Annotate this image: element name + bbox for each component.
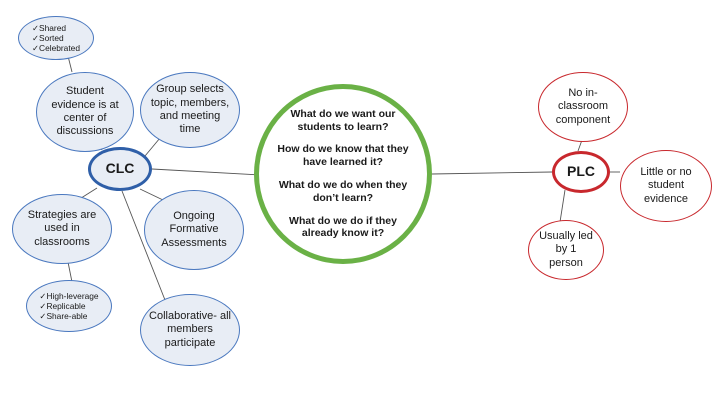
- center-questions-node: What do we want our students to learn? H…: [254, 84, 432, 264]
- node-label: Collaborative- all members participate: [149, 309, 231, 349]
- node-label: Group selects topic, members, and meetin…: [150, 83, 230, 136]
- clc-label: CLC: [105, 160, 135, 177]
- check-item: Celebrated: [32, 43, 80, 53]
- node-label: Strategies are used in classrooms: [27, 208, 97, 248]
- group-selects-node: Group selects topic, members, and meetin…: [140, 72, 240, 148]
- plc-label: PLC: [567, 163, 595, 180]
- check-item: Replicable: [39, 301, 85, 311]
- link-clc-center: [151, 168, 261, 176]
- check-item: Share-able: [39, 311, 87, 321]
- link-plc-center: [431, 171, 553, 175]
- clc-node: CLC: [88, 147, 152, 191]
- check-item: Sorted: [32, 33, 64, 43]
- little-evidence-node: Little or no student evidence: [620, 150, 712, 222]
- node-label: Usually led by 1 person: [539, 229, 593, 269]
- strategy-checklist: High-leverage Replicable Share-able: [39, 291, 98, 321]
- link-clc-collab: [121, 190, 166, 301]
- node-label: No in-classroom component: [555, 86, 611, 126]
- strategy-checklist-node: High-leverage Replicable Share-able: [26, 280, 112, 332]
- node-label: Little or no student evidence: [640, 165, 692, 205]
- question: What do we want our students to learn?: [290, 107, 396, 133]
- check-item: High-leverage: [39, 291, 98, 301]
- node-label: Ongoing Formative Assessments: [161, 209, 227, 249]
- evidence-checklist: Shared Sorted Celebrated: [32, 23, 80, 53]
- link-clc-ongoing: [139, 188, 164, 201]
- link-clc-group: [144, 137, 161, 157]
- question: How do we know that they have learned it…: [277, 143, 409, 169]
- student-evidence-node: Student evidence is at center of discuss…: [36, 72, 134, 152]
- question: What do we do when they don’t learn?: [278, 179, 408, 204]
- link-strategies-checks: [67, 261, 73, 283]
- no-classroom-node: No in-classroom component: [538, 72, 628, 142]
- plc-node: PLC: [552, 151, 610, 193]
- led-by-one-node: Usually led by 1 person: [528, 220, 604, 280]
- strategies-node: Strategies are used in classrooms: [12, 194, 112, 264]
- evidence-checklist-node: Shared Sorted Celebrated: [18, 16, 94, 60]
- question: What do we do if they already know it?: [289, 214, 397, 240]
- node-label: Student evidence is at center of discuss…: [51, 85, 119, 138]
- link-plc-led: [559, 189, 566, 223]
- collaborative-node: Collaborative- all members participate: [140, 294, 240, 366]
- ongoing-assessments-node: Ongoing Formative Assessments: [144, 190, 244, 270]
- check-item: Shared: [32, 23, 66, 33]
